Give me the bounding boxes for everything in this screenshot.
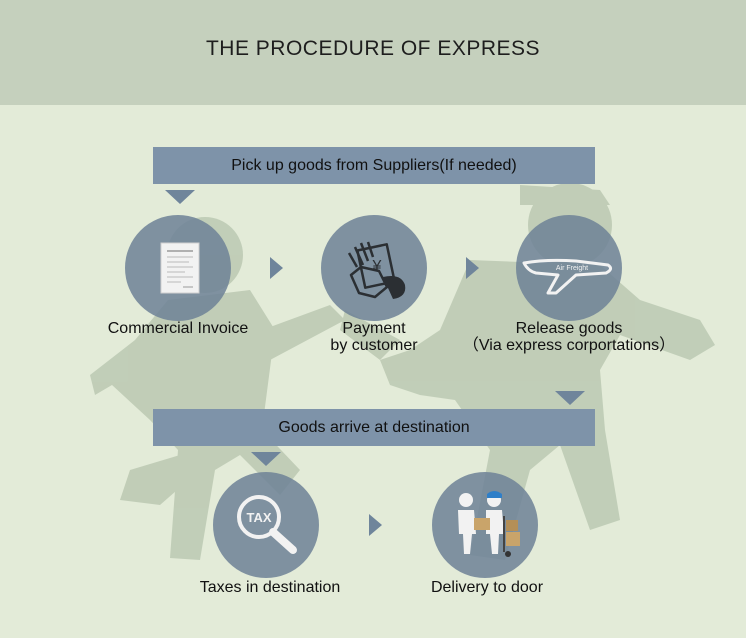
payment-label-line2: by customer	[330, 337, 418, 354]
delivery-label: Delivery to door	[430, 579, 544, 596]
release-label: Release goods （Via express corportations…	[449, 320, 689, 354]
payment-label: Payment by customer	[254, 320, 494, 354]
payment-label-line1: Payment	[342, 320, 406, 337]
delivery-people-icon	[458, 491, 520, 557]
invoice-step	[125, 215, 231, 321]
release-step: Air Freight	[516, 215, 622, 321]
pickup-bar: Pick up goods from Suppliers(If needed)	[153, 147, 595, 184]
down-arrow-icon	[555, 391, 585, 405]
tax-magnifier-icon: TAX	[237, 495, 297, 554]
down-arrow-icon	[165, 190, 195, 204]
right-arrow-icon	[466, 257, 479, 279]
release-label-line1: Release goods	[515, 320, 623, 337]
payment-step: ¥	[321, 215, 427, 321]
invoice-label: Commercial Invoice	[107, 320, 249, 337]
air-freight-text: Air Freight	[556, 265, 588, 272]
invoice-document-icon	[160, 242, 200, 294]
payment-hand-icon: ¥	[347, 241, 406, 299]
down-arrow-icon	[251, 452, 281, 466]
yen-symbol: ¥	[372, 258, 382, 275]
arrival-bar: Goods arrive at destination	[153, 409, 595, 446]
release-label-line2: （Via express corportations）	[462, 337, 676, 354]
tax-text: TAX	[246, 510, 271, 525]
right-arrow-icon	[369, 514, 382, 536]
taxes-label: Taxes in destination	[199, 579, 341, 596]
header-band	[0, 0, 746, 105]
taxes-step: TAX	[213, 472, 319, 578]
right-arrow-icon	[270, 257, 283, 279]
delivery-step	[432, 472, 538, 578]
page-title: THE PROCEDURE OF EXPRESS	[205, 37, 541, 60]
airplane-icon: Air Freight	[522, 258, 613, 295]
